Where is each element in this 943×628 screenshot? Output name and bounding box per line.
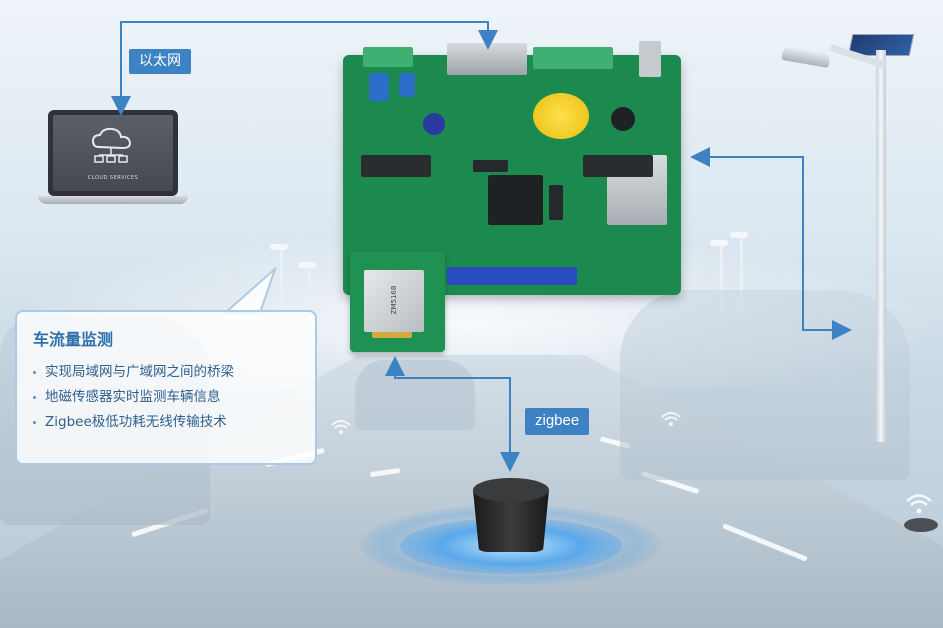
info-card: 车流量监测 实现局域网与广域网之间的桥梁 地磁传感器实时监测车辆信息 Zigbe… — [15, 310, 317, 465]
street-sensor-base — [904, 518, 938, 532]
bullet-icon — [33, 396, 36, 399]
wifi-icon — [331, 420, 351, 434]
far-street-lamp — [298, 262, 316, 312]
cloud-services-icon — [91, 127, 132, 163]
laptop: CLOUD SERVICES — [38, 110, 188, 206]
module-shield: ZM5168 — [364, 270, 424, 332]
streetlight-link — [690, 147, 842, 331]
car-silhouette — [620, 290, 910, 480]
laptop-screen: CLOUD SERVICES — [48, 110, 178, 196]
expansion-slot — [361, 155, 431, 177]
module-pins — [372, 328, 412, 338]
list-item: 地磁传感器实时监测车辆信息 — [33, 385, 299, 410]
laptop-base — [38, 196, 188, 204]
car-silhouette — [355, 360, 475, 430]
inductor — [423, 113, 445, 135]
coin-battery — [533, 93, 589, 139]
buzzer — [611, 107, 635, 131]
terminal-block — [533, 47, 613, 69]
terminal-block — [363, 47, 413, 67]
laptop-screen-text: CLOUD SERVICES — [87, 175, 139, 181]
bullet-icon — [33, 421, 36, 424]
wifi-icon — [661, 412, 681, 426]
memory-chip — [549, 185, 563, 220]
capacitor — [399, 73, 415, 97]
expansion-slot — [583, 155, 653, 177]
list-item: Zigbee极低功耗无线传输技术 — [33, 410, 299, 435]
list-item-text: 地磁传感器实时监测车辆信息 — [45, 389, 221, 405]
memory-chip — [473, 160, 508, 172]
far-street-lamp — [710, 240, 728, 316]
laptop-display: CLOUD SERVICES — [53, 115, 173, 191]
info-card-list: 实现局域网与广域网之间的桥梁 地磁传感器实时监测车辆信息 Zigbee极低功耗无… — [33, 360, 299, 435]
zigbee-label: zigbee — [525, 408, 590, 435]
gpio-header — [447, 267, 577, 285]
list-item-text: 实现局域网与广域网之间的桥梁 — [45, 364, 234, 380]
street-light-pole — [876, 50, 886, 442]
far-street-lamp — [270, 244, 288, 310]
info-card-title: 车流量监测 — [33, 330, 114, 349]
wifi-icon — [906, 494, 932, 514]
far-street-lamp — [730, 232, 748, 318]
ethernet-label: 以太网 — [129, 49, 191, 75]
list-item-text: Zigbee极低功耗无线传输技术 — [45, 414, 227, 430]
zigbee-link — [385, 356, 511, 460]
card-pointer — [222, 267, 277, 314]
capacitor — [369, 73, 389, 101]
list-item: 实现局域网与广域网之间的桥梁 — [33, 360, 299, 385]
cpu-chip — [488, 175, 543, 225]
geomagnetic-sensor-top — [473, 478, 549, 502]
usb-port — [639, 41, 661, 77]
bullet-icon — [33, 371, 36, 374]
